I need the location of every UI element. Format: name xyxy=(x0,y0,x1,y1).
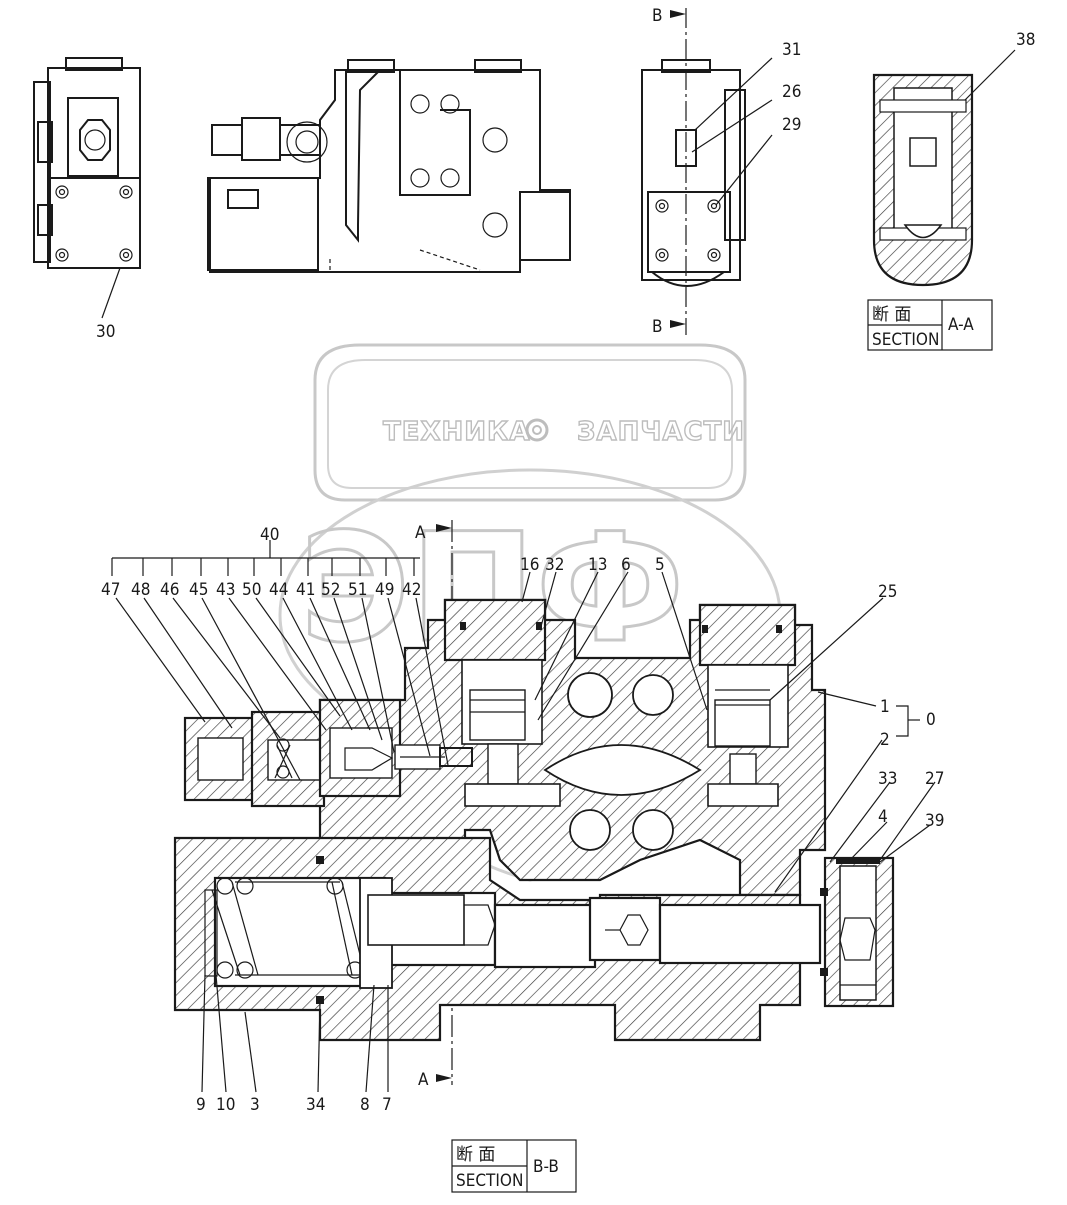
watermark-line1: ТЕХНИКА xyxy=(383,417,530,447)
label-7: 7 xyxy=(382,1095,392,1115)
section-aa-cn: 断 面 xyxy=(872,305,911,325)
label-48: 48 xyxy=(131,580,150,600)
section-aa-en: SECTION xyxy=(872,330,939,350)
label-30: 30 xyxy=(96,322,115,342)
section-bb-en: SECTION xyxy=(456,1171,523,1191)
label-6: 6 xyxy=(621,555,631,575)
label-50: 50 xyxy=(242,580,261,600)
label-27: 27 xyxy=(925,769,944,789)
section-bb-view xyxy=(111,520,936,1093)
label-31: 31 xyxy=(782,40,801,60)
label-16: 16 xyxy=(520,555,539,575)
label-46: 46 xyxy=(160,580,179,600)
label-40: 40 xyxy=(260,525,279,545)
section-marker-b-bottom: B xyxy=(652,317,663,337)
label-0: 0 xyxy=(926,710,936,730)
label-47: 47 xyxy=(101,580,120,600)
label-45: 45 xyxy=(189,580,208,600)
section-aa-title: 断 面 SECTION A-A xyxy=(867,299,993,351)
label-33: 33 xyxy=(878,769,897,789)
end-view-left xyxy=(33,57,141,319)
label-32: 32 xyxy=(545,555,564,575)
label-34: 34 xyxy=(306,1095,325,1115)
label-42: 42 xyxy=(402,580,421,600)
label-43: 43 xyxy=(216,580,235,600)
section-bb-cn: 断 面 xyxy=(456,1145,495,1165)
label-38: 38 xyxy=(1016,30,1035,50)
label-51: 51 xyxy=(348,580,367,600)
main-spring xyxy=(204,877,366,979)
label-29: 29 xyxy=(782,115,801,135)
label-49: 49 xyxy=(375,580,394,600)
label-39: 39 xyxy=(925,811,944,831)
label-25: 25 xyxy=(878,582,897,602)
front-view xyxy=(207,59,571,273)
label-44: 44 xyxy=(269,580,288,600)
section-aa-view xyxy=(872,49,1016,287)
section-marker-b-top: B xyxy=(652,6,663,26)
label-13: 13 xyxy=(588,555,607,575)
label-9: 9 xyxy=(196,1095,206,1115)
label-41: 41 xyxy=(296,580,315,600)
label-5: 5 xyxy=(655,555,665,575)
label-2: 2 xyxy=(880,730,890,750)
label-1: 1 xyxy=(880,697,890,717)
label-4: 4 xyxy=(878,807,888,827)
label-26: 26 xyxy=(782,82,801,102)
label-8: 8 xyxy=(360,1095,370,1115)
gear-icon xyxy=(525,418,549,442)
side-view xyxy=(641,8,773,335)
section-bb-title: 断 面 SECTION B-B xyxy=(451,1139,577,1193)
relief-valve xyxy=(183,698,473,808)
label-10: 10 xyxy=(216,1095,235,1115)
watermark-line2: ЗАПЧАСТИ xyxy=(577,417,745,447)
section-marker-a-top: A xyxy=(415,523,426,543)
section-aa-suffix: A-A xyxy=(948,315,974,335)
label-52: 52 xyxy=(321,580,340,600)
section-bb-suffix: B-B xyxy=(533,1157,559,1177)
label-3: 3 xyxy=(250,1095,260,1115)
section-marker-a-bottom: A xyxy=(418,1070,429,1090)
